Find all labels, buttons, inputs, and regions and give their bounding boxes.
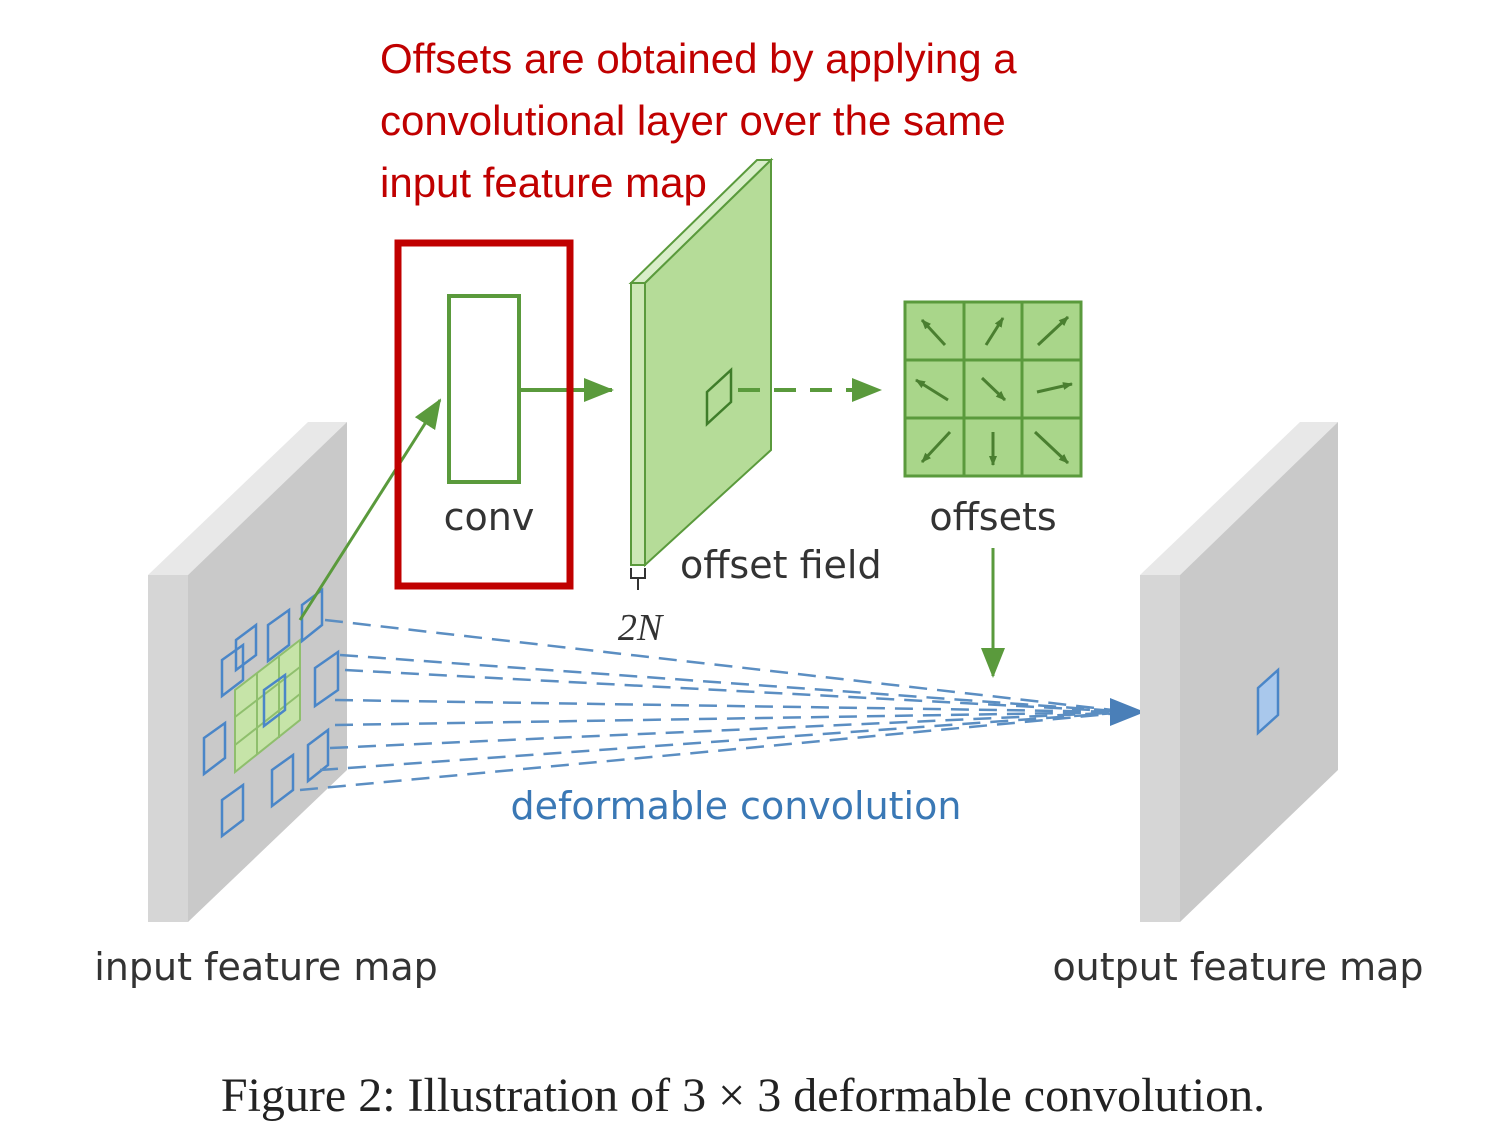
offset-field-patch bbox=[705, 367, 733, 427]
deformable-convolution-arrowhead bbox=[1110, 698, 1145, 726]
offset-arrow-icon bbox=[1033, 430, 1070, 465]
output-pixel bbox=[1256, 667, 1280, 736]
figure-caption: Figure 2: Illustration of 3 × 3 deformab… bbox=[220, 1069, 1266, 1122]
offset-arrow-icon bbox=[920, 430, 952, 464]
offset-field bbox=[628, 157, 774, 590]
offset-arrow-icon bbox=[915, 378, 949, 402]
offsets-label: offsets bbox=[929, 495, 1056, 539]
deformable-convolution-rays bbox=[299, 618, 1131, 792]
conv-highlight-box bbox=[394, 239, 574, 590]
conv-block bbox=[447, 294, 521, 484]
output-feature-map bbox=[1140, 422, 1338, 922]
input-feature-map-label: input feature map bbox=[94, 945, 438, 989]
annotation-text: Offsets are obtained by applying a convo… bbox=[380, 35, 1017, 206]
conv-label: conv bbox=[444, 495, 535, 539]
offset-arrow-icon bbox=[984, 317, 1005, 346]
offset-depth-label: 2N bbox=[618, 607, 665, 649]
input-feature-map bbox=[148, 422, 347, 922]
offset-arrow-icon bbox=[980, 376, 1007, 402]
offset-arrow-icon bbox=[1036, 382, 1073, 394]
input-to-conv-arrow bbox=[298, 398, 442, 621]
deformable-convolution-label: deformable convolution bbox=[511, 784, 962, 828]
offsets-grid bbox=[903, 300, 1083, 478]
deformed-sampling-points bbox=[202, 587, 340, 839]
offset-arrow-icon bbox=[1036, 315, 1070, 347]
offset-field-label: offset field bbox=[680, 543, 882, 587]
output-feature-map-label: output feature map bbox=[1052, 945, 1423, 989]
input-sampling-grid bbox=[234, 637, 301, 775]
offset-arrow-icon bbox=[920, 318, 947, 347]
